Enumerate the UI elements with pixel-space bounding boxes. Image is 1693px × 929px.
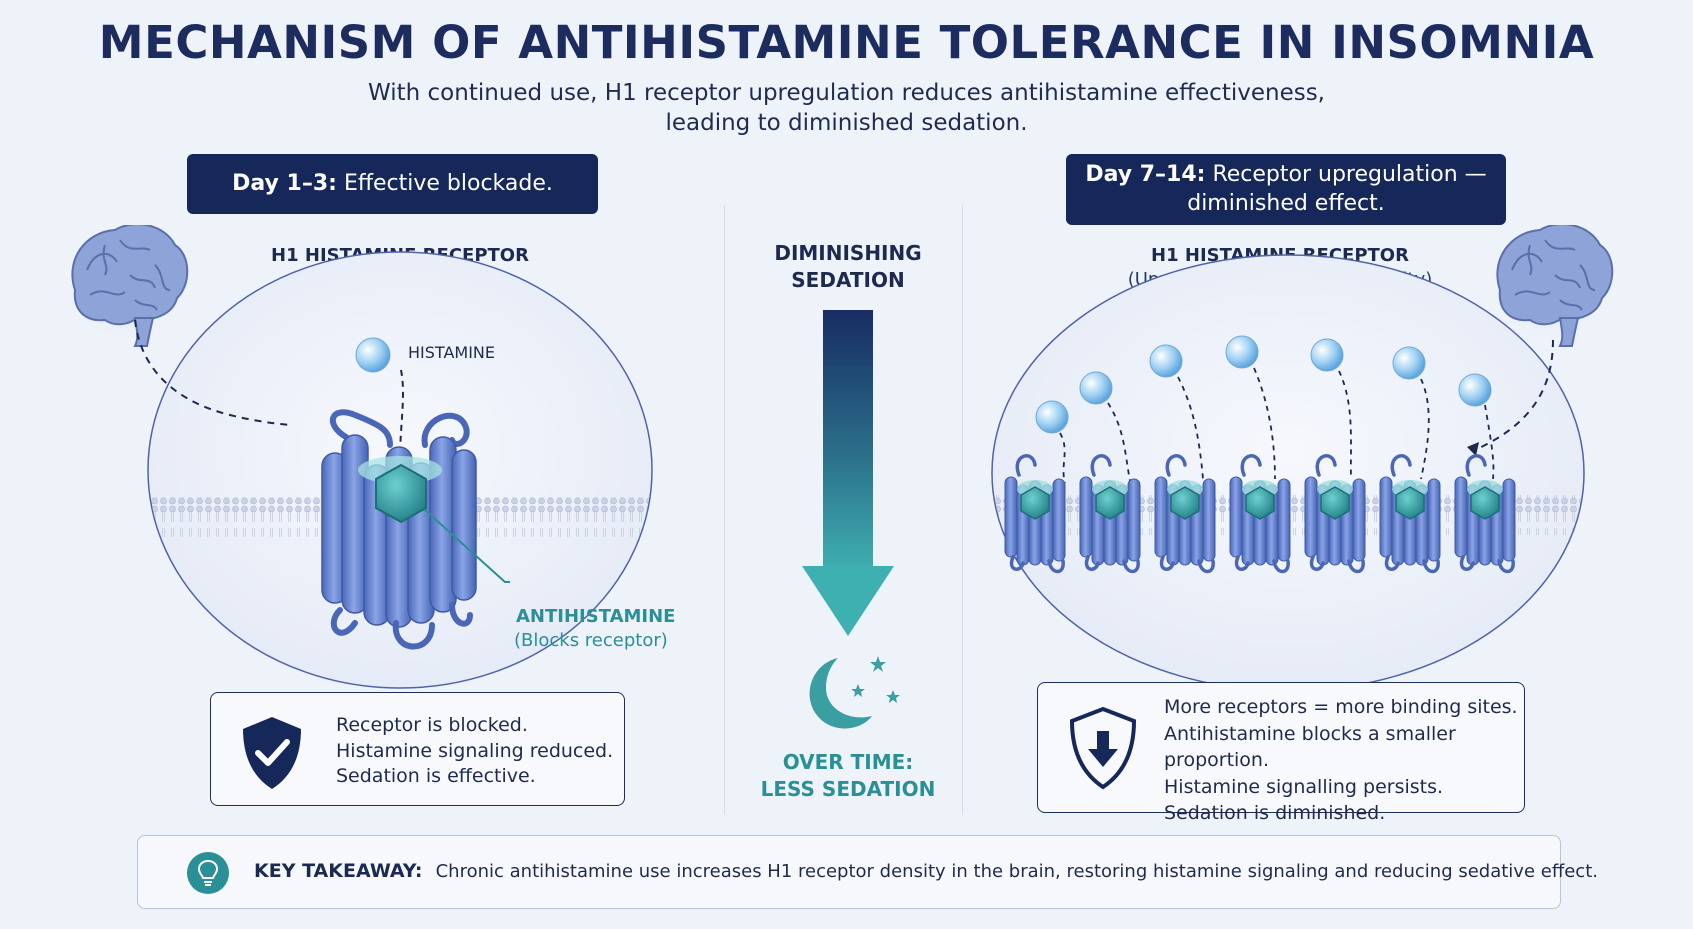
right-info-line-4: Sedation is diminished.	[1164, 802, 1386, 825]
shield-check-icon	[243, 717, 301, 789]
right-brain-arrowhead	[1467, 442, 1479, 456]
over-time-line-1: OVER TIME:	[782, 750, 914, 774]
histamine-molecule	[355, 337, 391, 373]
day-7-14-label: Day 7–14:	[1085, 161, 1206, 187]
antihistamine-sublabel: (Blocks receptor)	[514, 630, 668, 651]
antihistamine-leader-line	[424, 509, 510, 583]
day-7-14-text-line-2: diminished effect.	[1187, 190, 1385, 216]
down-arrow	[802, 310, 894, 636]
lightbulb-icon	[187, 852, 229, 894]
histamine-molecule-group	[1035, 335, 1492, 434]
day-7-14-banner: Day 7–14: Receptor upregulation — dimini…	[1066, 154, 1506, 225]
histamine-label: HISTAMINE	[408, 343, 495, 362]
divider-left	[724, 205, 725, 815]
key-takeaway-text: Chronic antihistamine use increases H1 r…	[435, 861, 1598, 882]
diminishing-sedation-line-2: SEDATION	[791, 268, 905, 292]
left-info-box: Receptor is blocked. Histamine signaling…	[210, 692, 625, 806]
day-1-3-banner: Day 1–3: Effective blockade.	[187, 154, 598, 214]
right-receptor-diagram	[991, 225, 1614, 692]
key-takeaway-label: KEY TAKEAWAY:	[254, 860, 423, 882]
antihistamine-molecule	[375, 463, 427, 524]
histamine-molecule-6	[1392, 346, 1426, 380]
day-7-14-text-line-1: Receptor upregulation —	[1212, 161, 1487, 187]
arrow-head	[802, 566, 894, 636]
day-1-3-label: Day 1–3:	[232, 170, 337, 196]
shield-down-arrow-icon	[1069, 706, 1137, 790]
diminishing-sedation-line-1: DIMINISHING	[774, 241, 922, 265]
right-info-line-1: More receptors = more binding sites.	[1164, 696, 1518, 718]
histamine-molecule-7	[1458, 373, 1492, 407]
key-takeaway-box: KEY TAKEAWAY: Chronic antihistamine use …	[137, 835, 1598, 909]
over-time-label: OVER TIME: LESS SEDATION	[743, 749, 953, 803]
subtitle-line-2: leading to diminished sedation.	[665, 110, 1028, 136]
subtitle-line-1: With continued use, H1 receptor upregula…	[368, 80, 1325, 106]
histamine-molecule-1	[1035, 400, 1069, 434]
left-brain-dashed-path	[134, 319, 290, 426]
page-title: MECHANISM OF ANTIHISTAMINE TOLERANCE IN …	[98, 16, 1595, 69]
antihistamine-label: ANTIHISTAMINE	[516, 606, 676, 627]
left-info-line-3: Sedation is effective.	[336, 765, 536, 788]
histamine-molecule-4	[1225, 335, 1259, 369]
right-info-line-3: Histamine signalling persists.	[1164, 775, 1444, 798]
histamine-molecule-3	[1149, 344, 1183, 378]
left-receptor-diagram	[64, 225, 653, 689]
diminishing-sedation-label: DIMINISHING SEDATION	[743, 240, 953, 294]
moon-stars-icon	[809, 656, 900, 729]
histamine-molecule-5	[1310, 338, 1344, 372]
right-membrane-circle	[991, 254, 1585, 692]
left-info-line-2: Histamine signaling reduced.	[336, 739, 614, 762]
over-time-line-2: LESS SEDATION	[760, 777, 936, 801]
right-info-line-2: Antihistamine blocks a smaller proportio…	[1164, 722, 1456, 772]
day-1-3-text: Effective blockade.	[343, 170, 553, 196]
right-info-box: More receptors = more binding sites. Ant…	[1037, 682, 1525, 824]
right-brain-dashed-path	[1474, 339, 1554, 451]
left-info-line-1: Receptor is blocked.	[336, 714, 528, 736]
histamine-molecule-2	[1079, 371, 1113, 405]
divider-right	[962, 205, 963, 815]
histamine-dashed-paths	[1059, 367, 1495, 484]
arrow-shaft	[823, 310, 873, 572]
